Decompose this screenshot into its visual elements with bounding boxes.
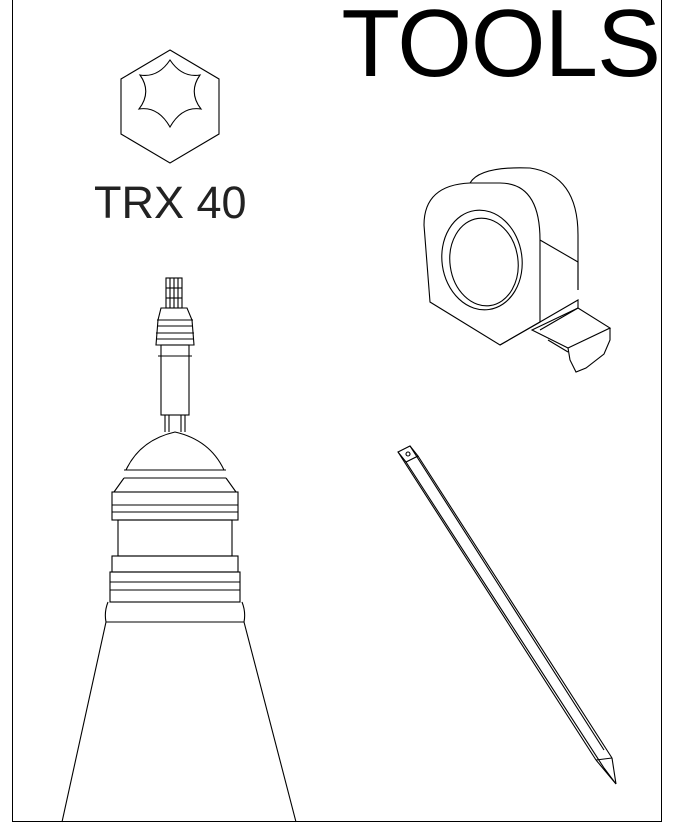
torx-bit-icon xyxy=(120,49,220,164)
screwdriver-icon xyxy=(61,277,297,823)
page-frame xyxy=(12,0,662,822)
page-title: TOOLS xyxy=(341,0,661,97)
bit-label: TRX 40 xyxy=(94,177,247,228)
tape-measure-icon xyxy=(423,167,612,373)
pencil-icon xyxy=(397,445,617,785)
